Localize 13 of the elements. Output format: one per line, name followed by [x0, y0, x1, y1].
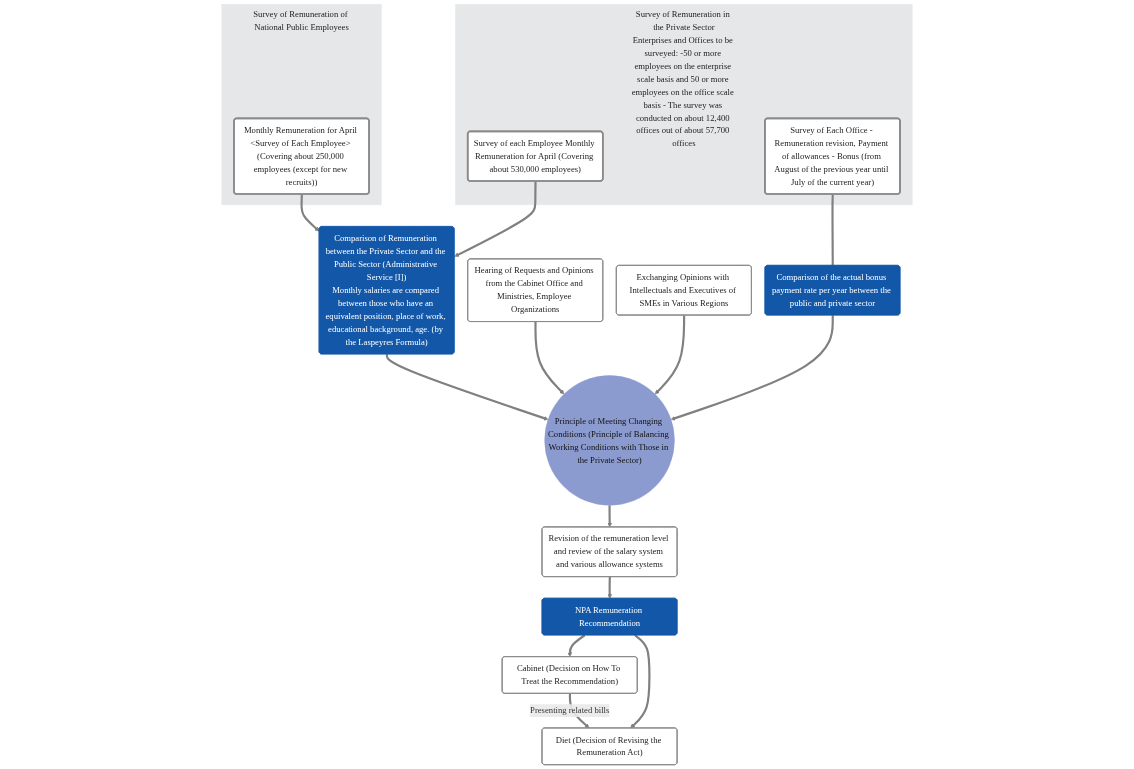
- connector: [831, 194, 834, 266]
- arrow: [630, 634, 651, 729]
- arrow: [607, 505, 613, 528]
- arrow: [385, 354, 549, 421]
- arrow: [670, 315, 834, 421]
- node-circle: Principle of Meeting Changing Conditions (Principle of Balancing Working Conditions with Those in the Private Sector): [544, 375, 675, 506]
- arrow: [607, 576, 613, 599]
- arrow: [654, 315, 686, 395]
- arrow: [300, 194, 320, 232]
- arrow: [534, 321, 565, 395]
- arrow: [567, 634, 586, 658]
- edge-label: Presenting related bills: [530, 705, 610, 715]
- arrow: [454, 181, 537, 257]
